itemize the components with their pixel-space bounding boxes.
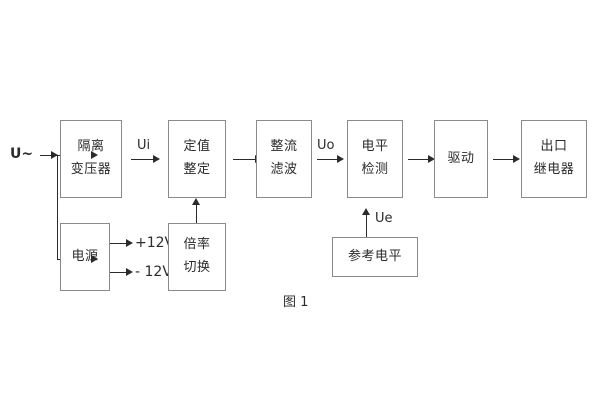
arrow-line-isolation-to-setting <box>131 159 155 160</box>
block-setting-value: 定值 整定 <box>168 120 226 198</box>
arrowhead-multiplier-to-setting <box>192 198 201 205</box>
block-power-supply: 电源 <box>60 223 110 291</box>
block-rectify-filter-line-1: 整流 <box>270 139 298 155</box>
block-isolation-transformer-line-1: 隔离 <box>77 139 105 155</box>
block-drive-line-1: 驱动 <box>447 150 475 166</box>
rail-line-negative <box>110 272 128 273</box>
arrow-input-to-isolation-transformer-head-hidden <box>51 150 58 159</box>
arrow-line-drive-to-output-relay <box>493 159 515 160</box>
arrowhead-drive-to-output-relay <box>513 154 520 163</box>
block-reference-level-line-1: 参考电平 <box>347 248 402 264</box>
block-multiplier-switch: 倍率 切换 <box>168 223 226 291</box>
block-isolation-transformer: 隔离 变压器 <box>60 120 122 198</box>
block-multiplier-switch-line-1: 倍率 <box>183 237 211 253</box>
block-multiplier-switch-line-2: 切换 <box>183 260 211 275</box>
block-isolation-transformer-line-2: 变压器 <box>70 162 112 177</box>
input-stub-line <box>40 155 57 156</box>
arrowhead-rail-negative <box>126 267 133 276</box>
figure-caption: 图 1 <box>283 295 309 310</box>
arrow-line-reference-to-level-detect <box>366 213 367 237</box>
block-setting-value-line-1: 定值 <box>183 139 211 155</box>
block-level-detect-line-1: 电平 <box>361 139 389 155</box>
block-output-relay-line-2: 继电器 <box>533 162 575 177</box>
block-output-relay: 出口 继电器 <box>521 120 587 198</box>
arrowhead-reference-to-level-detect <box>362 208 371 215</box>
rail-line-positive <box>110 243 128 244</box>
input-source-label: U~ <box>10 146 34 162</box>
arrow-line-level-detect-to-drive <box>408 159 430 160</box>
block-level-detect: 电平 检测 <box>347 120 403 198</box>
block-drive: 驱动 <box>434 120 488 198</box>
signal-label-ui: Ui <box>137 138 151 153</box>
block-output-relay-line-1: 出口 <box>540 139 568 155</box>
arrowhead-rectify-to-level-detect <box>337 154 344 163</box>
block-setting-value-line-2: 整定 <box>183 162 211 177</box>
block-rectify-filter: 整流 滤波 <box>256 120 312 198</box>
arrowhead-rail-positive <box>126 238 133 247</box>
input-bus-vertical-line <box>57 155 58 259</box>
signal-label-ue: Ue <box>375 211 393 226</box>
block-reference-level: 参考电平 <box>332 237 418 277</box>
rail-label-negative: - 12V <box>135 264 172 280</box>
arrowhead-input-to-power-supply <box>91 254 98 263</box>
arrow-line-rectify-to-level-detect <box>317 159 339 160</box>
signal-label-uo: Uo <box>317 138 335 153</box>
arrow-line-multiplier-to-setting <box>196 203 197 223</box>
arrow-line-setting-to-rectify <box>233 159 257 160</box>
rail-label-positive: +12V <box>135 235 175 251</box>
block-rectify-filter-line-2: 滤波 <box>270 162 298 177</box>
arrowhead-input-to-isolation-transformer <box>91 150 98 159</box>
arrowhead-level-detect-to-drive <box>428 154 435 163</box>
arrowhead-isolation-to-setting <box>153 154 160 163</box>
block-level-detect-line-2: 检测 <box>361 162 389 177</box>
